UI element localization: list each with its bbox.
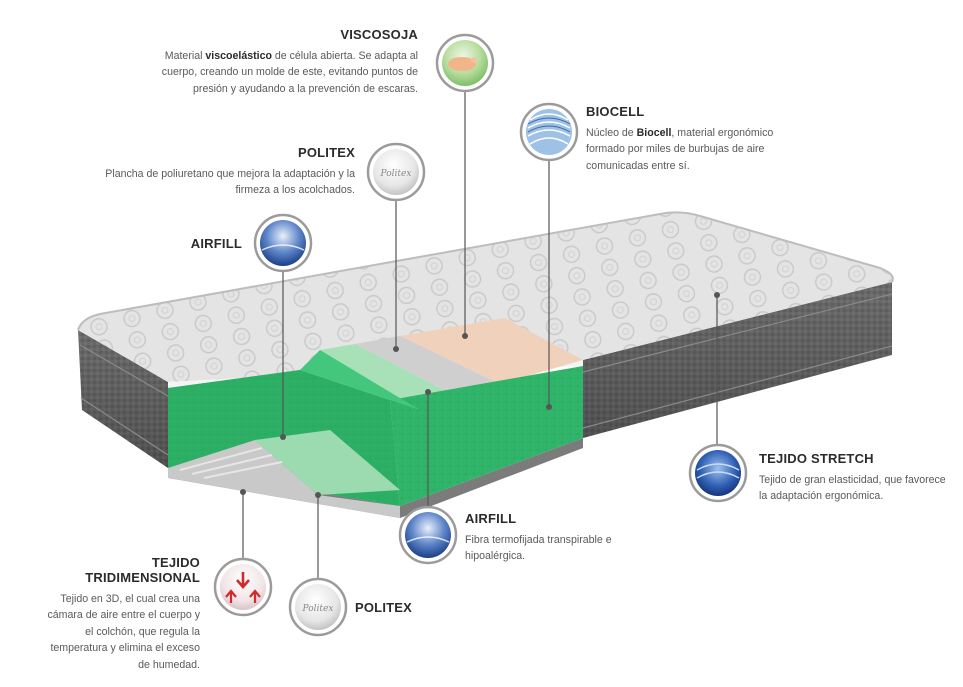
soy-foam-icon (435, 33, 495, 93)
airfill-icon (253, 213, 313, 273)
biocell-title: BIOCELL (586, 104, 645, 119)
desc-text: , material ergonómico formado por miles … (586, 127, 774, 172)
cutaway-layers (168, 318, 583, 518)
stretch-fabric-icon (688, 443, 748, 503)
airflow-arrows-icon (213, 557, 273, 617)
bottom-fabric-layers (168, 440, 400, 518)
tejido-3d-title: TEJIDO TRIDIMENSIONAL (85, 555, 200, 585)
desc-text: Material (164, 50, 206, 62)
politex-icon (288, 577, 348, 637)
biocell-description: Núcleo de Biocell, material ergonómico f… (586, 125, 791, 174)
biocell-icon (519, 102, 579, 162)
label-airfill-top: AIRFILL (150, 236, 242, 257)
tejido-3d-description: Tejido en 3D, el cual crea una cámara de… (47, 593, 200, 671)
airfill-description: Fibra termofijada transpirable e hipoalé… (465, 534, 612, 563)
airfill-title: AIRFILL (190, 236, 242, 251)
viscosoja-title: VISCOSOJA (340, 27, 418, 42)
airfill-title: AIRFILL (465, 511, 517, 526)
politex-icon-script: Politex (380, 169, 412, 179)
pointer-dots (240, 292, 720, 498)
politex-title: POLITEX (297, 145, 355, 160)
mattress-front-side (168, 438, 583, 518)
label-airfill-bottom: AIRFILL Fibra termofijada transpirable e… (465, 511, 635, 565)
politex-title: POLITEX (355, 600, 413, 615)
label-politex-top: POLITEX Plancha de poliuretano que mejor… (105, 145, 355, 199)
airfill-layer (320, 344, 460, 410)
desc-text: de célula abierta. Se adapta al cuerpo, … (161, 50, 418, 95)
politex-layer (355, 336, 500, 398)
label-viscosoja: VISCOSOJA Material viscoelástico de célu… (150, 27, 418, 97)
airfill-icon (398, 505, 458, 565)
politex-icon (366, 142, 426, 202)
mattress-left-end (78, 330, 169, 468)
desc-text: Núcleo de (586, 127, 637, 139)
label-politex-bottom: POLITEX (355, 600, 455, 621)
desc-bold: Biocell (636, 127, 672, 139)
tejido-stretch-description: Tejido de gran elasticidad, que favorece… (759, 474, 946, 503)
politex-description: Plancha de poliuretano que mejora la ada… (105, 168, 355, 197)
tejido-stretch-title: TEJIDO STRETCH (759, 451, 874, 466)
label-tejido-stretch: TEJIDO STRETCH Tejido de gran elasticida… (759, 451, 949, 505)
mattress-top-quilted (77, 211, 894, 382)
politex-icon-script: Politex (302, 604, 334, 614)
desc-bold: viscoelástico (205, 50, 272, 62)
mattress-right-side (582, 282, 893, 438)
viscosoja-layer (400, 318, 583, 384)
viscosoja-description: Material viscoelástico de célula abierta… (150, 48, 418, 97)
label-tejido-tridimensional: TEJIDO TRIDIMENSIONAL Tejido en 3D, el c… (40, 555, 200, 673)
biocell-core-front (390, 366, 583, 506)
label-biocell: BIOCELL Núcleo de Biocell, material ergo… (586, 104, 791, 174)
pointer-lines (242, 90, 718, 582)
